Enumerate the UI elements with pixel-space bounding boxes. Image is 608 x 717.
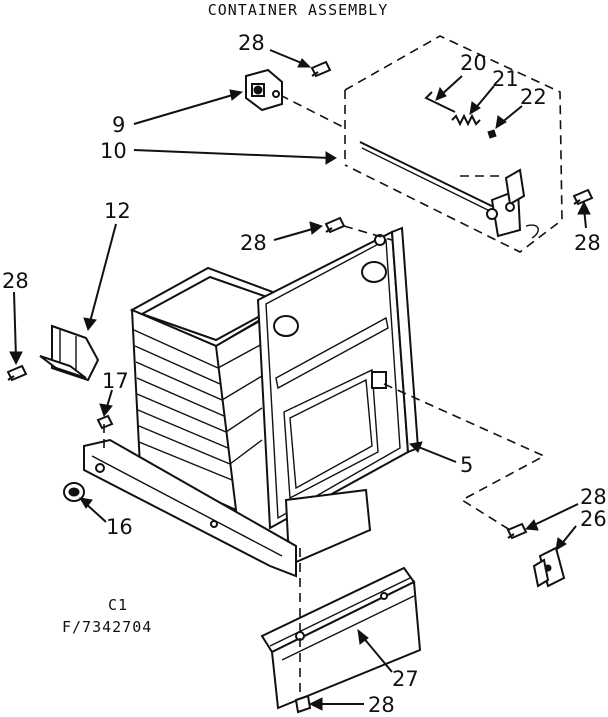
label-20: 20 [460,51,487,75]
label-28-top: 28 [238,31,265,55]
label-9: 9 [112,113,125,137]
label-12: 12 [104,199,131,223]
diagram-title: CONTAINER ASSEMBLY [208,1,389,19]
label-26: 26 [580,507,607,531]
label-28-left: 28 [2,269,29,293]
screw-28-right [572,188,594,206]
nut-17 [96,414,114,430]
screw-28-center [324,216,346,234]
base-rail [83,438,297,578]
hinge-12 [39,324,100,382]
label-16: 16 [106,515,133,539]
screw-28-lower-right [506,522,528,540]
callout-labels: 28 9 10 20 21 22 28 12 28 28 17 5 16 28 … [2,31,607,717]
caption-code: C1 [108,596,128,614]
clip-26 [532,546,566,588]
screw-28-bottom [294,694,312,714]
screw-28-left [6,364,28,382]
label-17: 17 [102,369,129,393]
label-27: 27 [392,667,419,691]
inset-panel [279,35,563,253]
container-5 [129,226,420,564]
label-10: 10 [100,139,127,163]
callout-arrows [9,49,591,711]
screw-28-top [310,60,332,78]
label-28-lower-right: 28 [580,485,607,509]
label-28-center: 28 [240,231,267,255]
label-28-right: 28 [574,231,601,255]
label-28-bottom: 28 [368,693,395,717]
caption-part-number: F/7342704 [62,618,152,636]
label-21: 21 [492,67,519,91]
roller-16 [63,482,85,502]
label-5: 5 [460,453,473,477]
assembly-leaders [103,225,546,696]
label-22: 22 [520,85,547,109]
bracket-9 [245,68,283,112]
